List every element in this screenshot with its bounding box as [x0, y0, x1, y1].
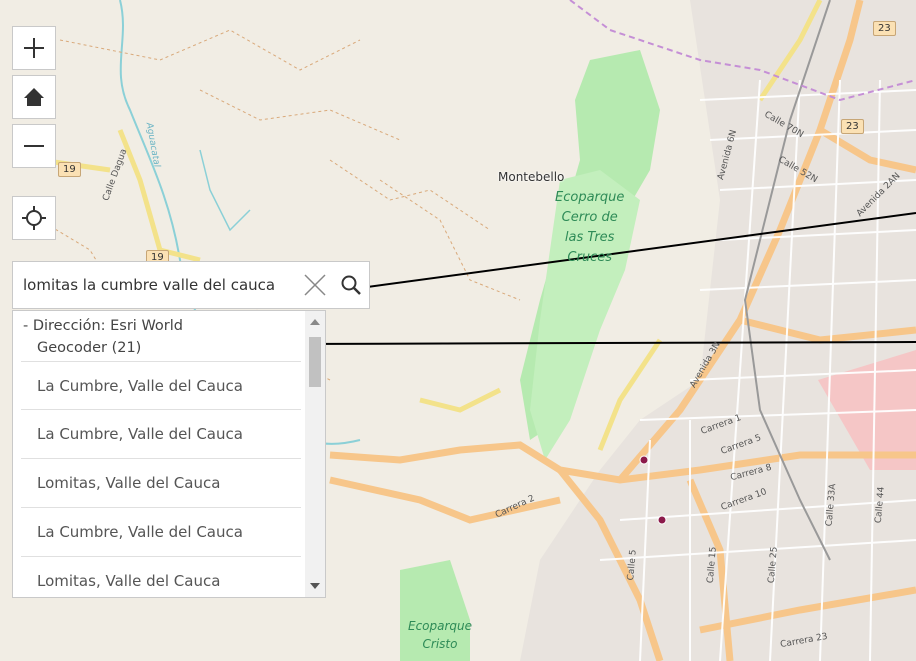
minus-icon [24, 145, 44, 147]
search-input[interactable] [21, 275, 297, 295]
search-result-item[interactable]: La Cumbre, Valle del Cauca [21, 409, 301, 457]
clear-search-button[interactable] [297, 262, 333, 308]
place-label-montebello: Montebello [498, 170, 565, 184]
route-shield: 23 [841, 119, 864, 134]
route-shield: 19 [58, 162, 81, 177]
zoom-out-button[interactable] [12, 124, 56, 168]
locate-icon [22, 206, 46, 230]
search-result-item[interactable]: Lomitas, Valle del Cauca [21, 458, 301, 506]
results-scrollbar[interactable] [305, 311, 325, 597]
home-icon [24, 88, 44, 106]
scroll-down-icon[interactable] [310, 583, 320, 589]
scroll-thumb[interactable] [309, 337, 321, 387]
park-label-line: Cerro de [561, 210, 618, 225]
results-group-label: - Dirección: Esri World [23, 318, 183, 334]
park-label-ecoparque-cristo: Ecoparque Cristo [408, 617, 472, 653]
scroll-up-icon[interactable] [310, 319, 320, 325]
park-label-ecoparque-tres-cruces: Ecoparque Cerro de las Tres Cruces [555, 188, 624, 268]
park-label-line: Cristo [422, 637, 458, 651]
route-shield: 23 [873, 21, 896, 36]
search-result-item[interactable]: Lomitas, Valle del Cauca [21, 556, 301, 597]
search-result-item[interactable]: La Cumbre, Valle del Cauca [21, 507, 301, 555]
park-label-line: Ecoparque [555, 190, 625, 205]
park-label-line: las Tres [564, 230, 615, 245]
home-button[interactable] [12, 75, 56, 119]
search-icon [341, 275, 361, 295]
search-widget [12, 261, 370, 309]
park-label-line: Ecoparque [408, 619, 473, 633]
locate-button[interactable] [12, 196, 56, 240]
zoom-in-button[interactable] [12, 26, 56, 70]
search-button[interactable] [333, 262, 369, 308]
plus-icon [24, 38, 44, 58]
search-results-list: - Dirección: Esri World Geocoder (21) La… [12, 310, 326, 598]
results-group-label: Geocoder (21) [37, 340, 142, 356]
close-icon [304, 274, 326, 296]
search-result-item[interactable]: La Cumbre, Valle del Cauca [21, 361, 301, 409]
park-label-line: Cruces [567, 250, 612, 265]
results-group-header[interactable]: - Dirección: Esri World Geocoder (21) [13, 311, 303, 359]
